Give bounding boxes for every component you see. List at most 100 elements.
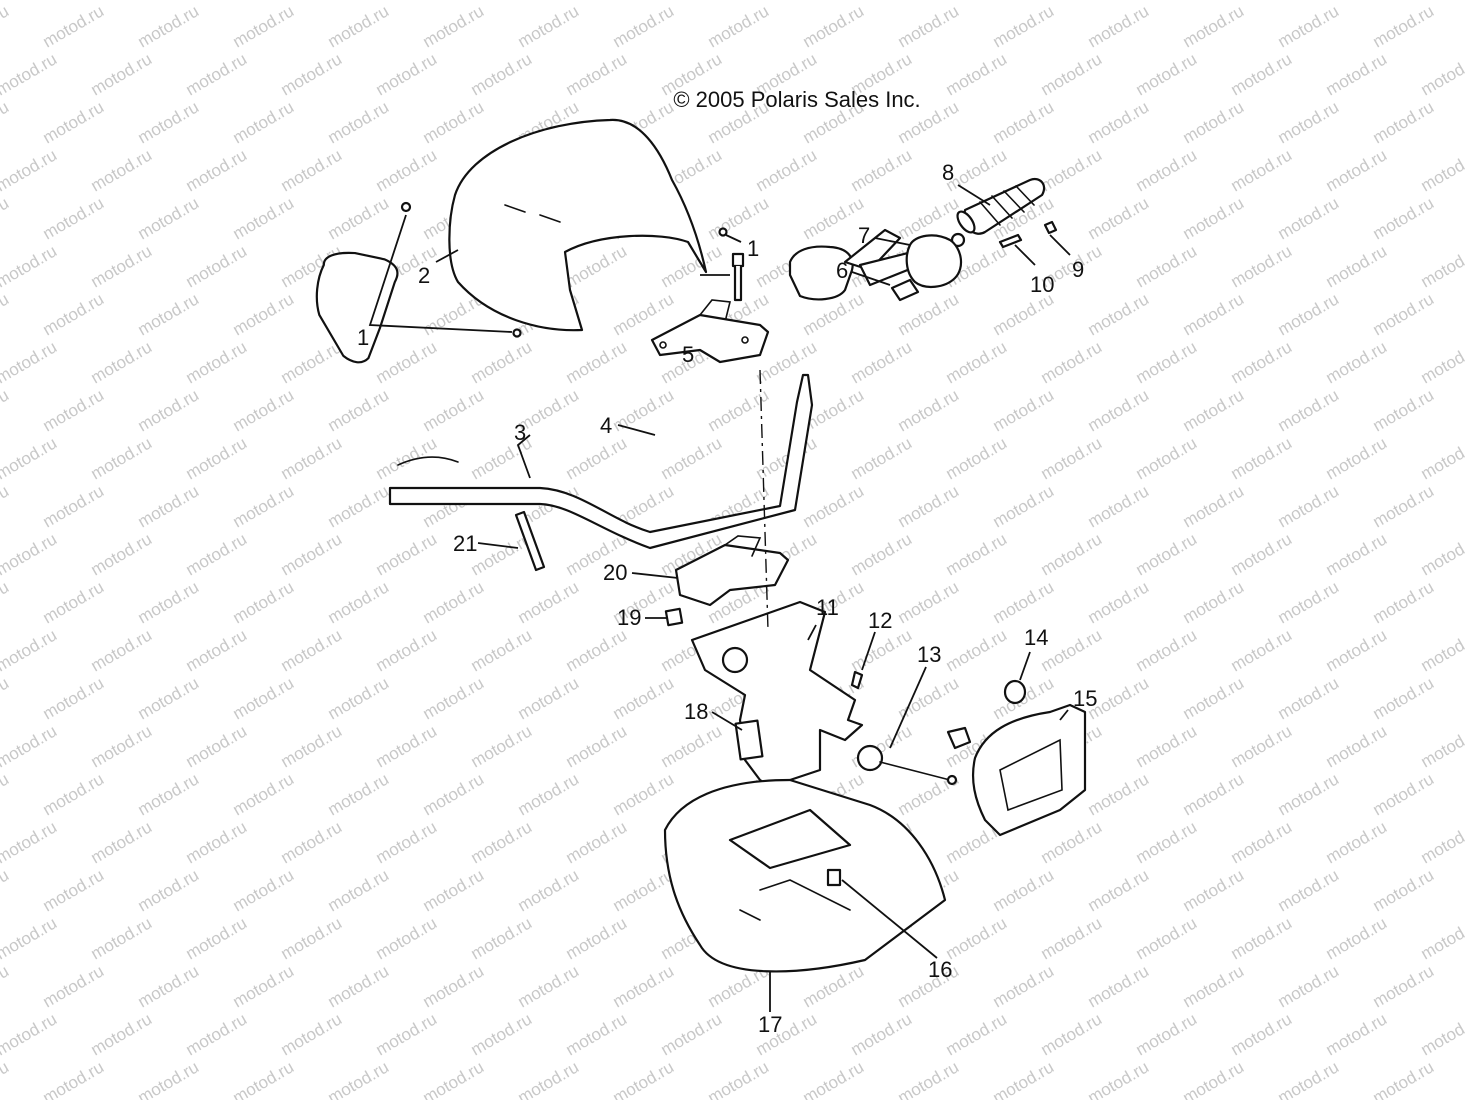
watermark-text: motod.ru — [610, 1, 678, 51]
watermark-text: motod.ru — [895, 1, 963, 51]
watermark-text: motod.ru — [990, 1, 1058, 51]
callout-13: 13 — [917, 642, 941, 667]
watermark-text: motod.ru — [658, 433, 726, 483]
watermark-text: motod.ru — [0, 1009, 60, 1059]
watermark-text: motod.ru — [0, 961, 12, 1011]
watermark-text: motod.ru — [135, 673, 203, 723]
watermark-text: motod.ru — [230, 1, 298, 51]
callout-1: 1 — [357, 325, 369, 350]
watermark-text: motod.ru — [1038, 433, 1106, 483]
watermark-text: motod.ru — [135, 97, 203, 147]
watermark-text: motod.ru — [1370, 577, 1438, 627]
watermark-text: motod.ru — [1038, 529, 1106, 579]
watermark-text: motod.ru — [40, 97, 108, 147]
watermark-text: motod.ru — [1133, 145, 1201, 195]
watermark-text: motod.ru — [848, 433, 916, 483]
watermark-text: motod.ru — [420, 577, 488, 627]
watermark-text: motod.ru — [135, 385, 203, 435]
watermark-text: motod.ru — [183, 625, 251, 675]
watermark-text: motod.ru — [943, 625, 1011, 675]
part-screws — [400, 201, 728, 338]
watermark-text: motod.ru — [420, 97, 488, 147]
watermark-text: motod.ru — [990, 865, 1058, 915]
watermark-text: motod.ru — [1133, 337, 1201, 387]
watermark-text: motod.ru — [1085, 865, 1153, 915]
watermark-text: motod.ru — [1275, 673, 1343, 723]
watermark-text: motod.ru — [1038, 1009, 1106, 1059]
part-lower-fairing — [663, 778, 947, 973]
assembly-centerline — [759, 369, 769, 631]
watermark-text: motod.ru — [1418, 529, 1466, 579]
watermark-text: motod.ru — [278, 529, 346, 579]
watermark-text: motod.ru — [0, 817, 60, 867]
part-upper-clamp — [650, 299, 770, 364]
watermark-text: motod.ru — [88, 337, 156, 387]
callout-8: 8 — [942, 160, 954, 185]
watermark-text: motod.ru — [325, 769, 393, 819]
watermark-text: motod.ru — [1418, 49, 1466, 99]
callout-18: 18 — [684, 699, 708, 724]
watermark-text: motod.ru — [943, 433, 1011, 483]
watermark-text: motod.ru — [1180, 577, 1248, 627]
watermark-text: motod.ru — [468, 913, 536, 963]
watermark-text: motod.ru — [610, 1057, 678, 1100]
watermark-text: motod.ru — [0, 193, 12, 243]
callout-19: 19 — [617, 605, 641, 630]
watermark-text: motod.ru — [563, 913, 631, 963]
watermark-text: motod.ru — [88, 625, 156, 675]
watermark-text: motod.ru — [1085, 1, 1153, 51]
watermark-text: motod.ru — [230, 289, 298, 339]
watermark-text: motod.ru — [183, 145, 251, 195]
watermark-text: motod.ru — [1180, 1057, 1248, 1100]
watermark-text: motod.ru — [1133, 433, 1201, 483]
watermark-text: motod.ru — [1228, 529, 1296, 579]
watermark-text: motod.ru — [1228, 817, 1296, 867]
watermark-text: motod.ru — [0, 865, 12, 915]
part-label — [734, 719, 764, 761]
watermark-text: motod.ru — [183, 1009, 251, 1059]
watermark-text: motod.ru — [135, 577, 203, 627]
watermark-text: motod.ru — [610, 769, 678, 819]
watermark-text: motod.ru — [990, 97, 1058, 147]
watermark-text: motod.ru — [1323, 433, 1391, 483]
watermark-text: motod.ru — [0, 481, 12, 531]
watermark-text: motod.ru — [230, 961, 298, 1011]
watermark-text: motod.ru — [468, 1009, 536, 1059]
watermark-text: motod.ru — [0, 145, 60, 195]
watermark-text: motod.ru — [373, 49, 441, 99]
watermark-text: motod.ru — [1228, 49, 1296, 99]
part-mounting-bracket — [690, 600, 864, 792]
watermark-text: motod.ru — [1085, 481, 1153, 531]
watermark-text: motod.ru — [325, 385, 393, 435]
watermark-text: motod.ru — [515, 865, 583, 915]
watermark-text: motod.ru — [1180, 865, 1248, 915]
watermark-text: motod.ru — [230, 193, 298, 243]
watermark-text: motod.ru — [88, 913, 156, 963]
watermark-text: motod.ru — [40, 769, 108, 819]
watermark-text: motod.ru — [230, 577, 298, 627]
watermark-text: motod.ru — [943, 49, 1011, 99]
watermark-text: motod.ru — [230, 769, 298, 819]
watermark-text: motod.ru — [1085, 577, 1153, 627]
watermark-text: motod.ru — [1323, 529, 1391, 579]
watermark-text: motod.ru — [0, 913, 60, 963]
copyright-text: © 2005 Polaris Sales Inc. — [673, 87, 920, 112]
watermark-text: motod.ru — [0, 0, 60, 3]
watermark-text: motod.ru — [515, 961, 583, 1011]
watermark-text: motod.ru — [278, 625, 346, 675]
watermark-text: motod.ru — [1228, 1009, 1296, 1059]
watermark-text: motod.ru — [658, 1009, 726, 1059]
watermark-text: motod.ru — [183, 529, 251, 579]
watermark-text: motod.ru — [1418, 337, 1466, 387]
watermark-text: motod.ru — [658, 721, 726, 771]
watermark-text: motod.ru — [230, 673, 298, 723]
watermark-text: motod.ru — [1038, 913, 1106, 963]
watermark-text: motod.ru — [1228, 145, 1296, 195]
watermark-text: motod.ru — [1275, 481, 1343, 531]
watermark-text: motod.ru — [1275, 961, 1343, 1011]
watermark-text: motod.ru — [0, 673, 12, 723]
watermark-text: motod.ru — [40, 385, 108, 435]
watermark-text: motod.ru — [1370, 481, 1438, 531]
watermark-text: motod.ru — [800, 481, 868, 531]
watermark-text: motod.ru — [183, 721, 251, 771]
